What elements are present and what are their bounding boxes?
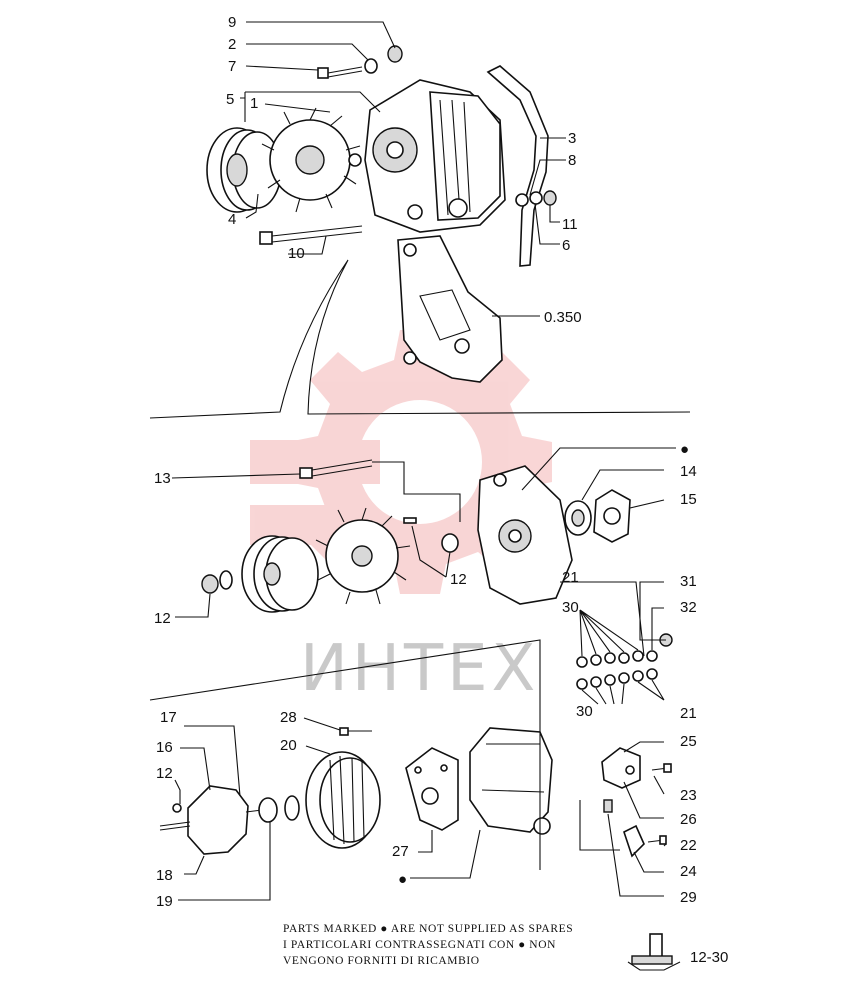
alternator-body-part: [348, 79, 506, 233]
label-0350: 0.350: [544, 309, 582, 326]
label-4: 4: [228, 211, 236, 228]
regulator-part: [601, 747, 641, 789]
stator-part: [305, 751, 381, 849]
label-22: 22: [680, 837, 697, 854]
label-14: 14: [680, 463, 697, 480]
watermark-text: ИНТЕХ: [300, 632, 539, 706]
label-12-spacer: 12: [450, 571, 467, 588]
label-27: 27: [392, 843, 409, 860]
lower-fan-part: [315, 507, 411, 605]
label-2: 2: [228, 36, 236, 53]
label-12-rotor: 12: [156, 765, 173, 782]
note-line-1: PARTS MARKED ● ARE NOT SUPPLIED AS SPARE…: [283, 923, 573, 935]
label-23: 23: [680, 787, 697, 804]
label-6: 6: [562, 237, 570, 254]
washer-set-part: [576, 633, 673, 690]
label-19: 19: [156, 893, 173, 910]
section-divider: [149, 259, 691, 419]
label-30-bottom: 30: [576, 703, 593, 720]
rectifier-part: [405, 747, 459, 831]
label-10: 10: [288, 245, 305, 262]
nut-part: [387, 45, 403, 63]
washer-part: [364, 58, 378, 74]
not-supplied-marker-rear-housing: ●: [398, 871, 407, 888]
long-bolt-part: [259, 225, 363, 245]
ring-part: [284, 795, 300, 821]
label-32: 32: [680, 599, 697, 616]
label-16: 16: [156, 739, 173, 756]
leader-lines: [149, 21, 676, 901]
label-3: 3: [568, 130, 576, 147]
rear-bearing-part: [258, 797, 278, 823]
lower-exploded-assembly: [159, 459, 673, 858]
pulley-part: [206, 127, 282, 213]
label-18: 18: [156, 867, 173, 884]
not-supplied-marker-front-housing: ●: [680, 441, 689, 458]
rear-housing-part: [469, 727, 553, 835]
label-15: 15: [680, 491, 697, 508]
label-9: 9: [228, 14, 236, 31]
brush-holder-part: [623, 824, 645, 858]
label-5: 5: [226, 91, 234, 108]
label-17: 17: [160, 709, 177, 726]
lower-pulley-part: [241, 535, 319, 613]
upper-alternator-assembly: [206, 45, 557, 383]
label-8: 8: [568, 152, 576, 169]
note-line-2: I PARTICOLARI CONTRASSEGNATI CON ● NON: [283, 939, 556, 951]
label-29: 29: [680, 889, 697, 906]
alternator-reference-icon: [627, 933, 681, 971]
spares-note: PARTS MARKED ● ARE NOT SUPPLIED AS SPARE…: [283, 923, 573, 967]
note-line-3: VENGONO FORNITI DI RICAMBIO: [283, 955, 480, 967]
fan-part: [261, 107, 361, 213]
label-21-top: 21: [562, 569, 579, 586]
rotor-part: [159, 785, 263, 855]
tie-bolt-part: [299, 459, 373, 479]
label-20: 20: [280, 737, 297, 754]
label-28: 28: [280, 709, 297, 726]
label-25: 25: [680, 733, 697, 750]
label-26: 26: [680, 811, 697, 828]
bolt-part: [317, 66, 363, 79]
label-1: 1: [250, 95, 258, 112]
label-13: 13: [154, 470, 171, 487]
adjusting-bracket-part: [486, 65, 549, 267]
bearing-part: [564, 500, 592, 536]
page-reference: 12-30: [690, 949, 728, 966]
label-11: 11: [562, 216, 578, 233]
label-12-nut: 12: [154, 610, 171, 627]
label-24: 24: [680, 863, 697, 880]
label-7: 7: [228, 58, 236, 75]
label-31: 31: [680, 573, 697, 590]
label-21-bottom: 21: [680, 705, 697, 722]
retainer-plate-part: [593, 489, 631, 543]
part-number-labels: 9 2 7 5 1 3 8 4 11 6 10 0.350 13 14 15 1…: [154, 14, 697, 910]
mounting-support-part: [397, 235, 503, 383]
label-30-top: 30: [562, 599, 579, 616]
front-housing-part: [477, 465, 573, 605]
